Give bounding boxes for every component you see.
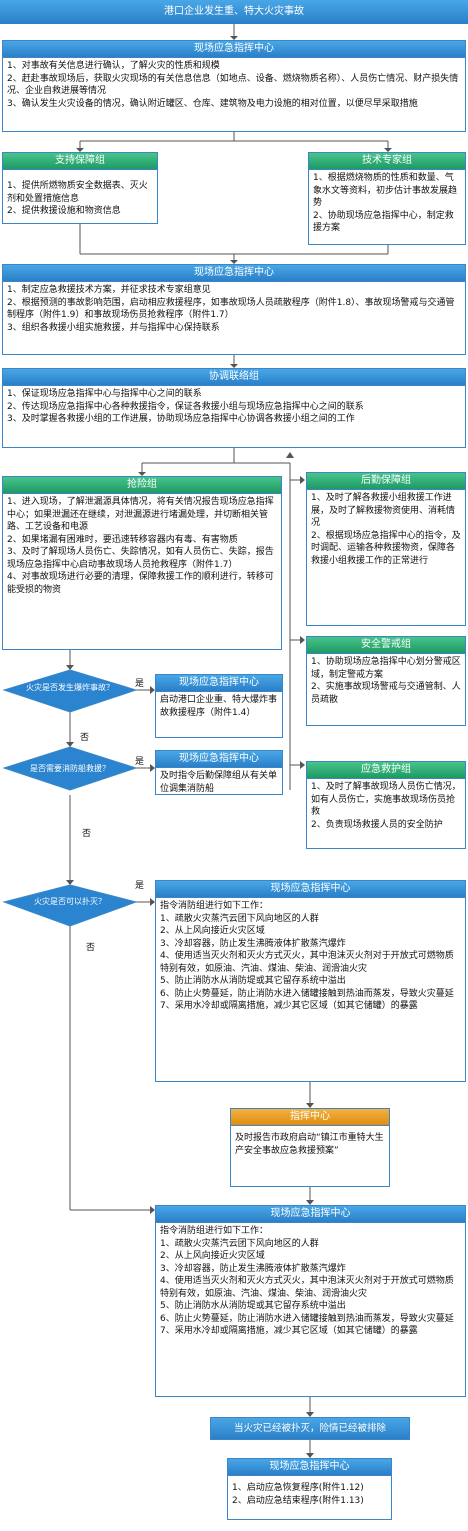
- cmd-box-6-header: 现场应急指挥中心: [156, 1206, 465, 1223]
- decision-3-yes-label: 是: [135, 881, 145, 891]
- cmd-box-7: 现场应急指挥中心 1、启动应急恢复程序(附件1.12) 2、启动应急结束程序(附…: [227, 1458, 392, 1520]
- cmd-box-7-header: 现场应急指挥中心: [228, 1459, 391, 1476]
- security-group-text: 1、协助现场应急指挥中心划分警戒区域，制定警戒方案 2、实施事故现场警戒与交通管…: [311, 657, 461, 705]
- hq-header: 指挥中心: [231, 1109, 389, 1126]
- rescue-group-header: 抢险组: [3, 477, 281, 494]
- logistics-group-header: 后勤保障组: [307, 473, 465, 490]
- logistics-group-text: 1、及时了解各救援小组救援工作进展，及时了解救援物资使用、消耗情况 2、根据现场…: [311, 493, 461, 566]
- cmd-box-3-text: 启动港口企业重、特大爆炸事故救援程序（附件1.4）: [160, 695, 278, 718]
- cmd-box-6: 现场应急指挥中心 指令消防组进行如下工作： 1、疏散火灾蒸汽云团下风向地区的人群…: [155, 1205, 466, 1397]
- decision-3-text: 火灾是否可以扑灭？: [34, 897, 106, 906]
- extinguished-banner: 当火灾已经被扑灭，险情已经被排除: [210, 1417, 410, 1440]
- logistics-group-box: 后勤保障组 1、及时了解各救援小组救援工作进展，及时了解救援物资使用、消耗情况 …: [306, 472, 466, 626]
- cmd-box-5: 现场应急指挥中心 指令消防组进行如下工作： 1、疏散火灾蒸汽云团下风向地区的人群…: [155, 880, 466, 1082]
- cmd-box-7-text: 1、启动应急恢复程序(附件1.12) 2、启动应急结束程序(附件1.13): [232, 1483, 364, 1506]
- medical-group-header: 应急救护组: [307, 762, 465, 779]
- cmd-box-1-text: 1、对事故有关信息进行确认，了解火灾的性质和规模 2、赶赴事故现场后，获取火灾现…: [7, 61, 459, 109]
- support-group-text: 1、提供所燃物质安全数据表、灭火剂和处置措施信息 2、提供救援设施和物资信息: [7, 181, 148, 216]
- decision-2-text: 是否需要消防船救援？: [30, 764, 110, 773]
- cmd-box-1-header: 现场应急指挥中心: [3, 41, 465, 58]
- page-title: 港口企业发生重、特大火灾事故: [0, 0, 468, 24]
- medical-group-text: 1、及时了解事故现场人员伤亡情况，如有人员伤亡，实施事故现场伤员抢救 2、负责现…: [311, 782, 461, 830]
- decision-diamond-3: [2, 884, 138, 927]
- coord-group-box: 协调联络组 1、保证现场应急指挥中心与指挥中心之间的联系 2、传达现场应急指挥中…: [2, 368, 466, 448]
- support-group-box: 支持保障组 1、提供所燃物质安全数据表、灭火剂和处置措施信息 2、提供救援设施和…: [2, 152, 158, 224]
- coord-group-header: 协调联络组: [3, 369, 465, 386]
- cmd-box-4: 现场应急指挥中心 及时指令后勤保障组从有关单位调集消防船: [155, 750, 283, 795]
- cmd-box-5-header: 现场应急指挥中心: [156, 881, 465, 898]
- decision-1-yes-label: 是: [135, 679, 145, 689]
- cmd-box-2-header: 现场应急指挥中心: [3, 265, 465, 282]
- cmd-box-2: 现场应急指挥中心 1、制定应急救援技术方案，并征求技术专家组意见 2、根据预测的…: [2, 264, 466, 355]
- rescue-group-box: 抢险组 1、进入现场，了解泄漏源具体情况，将有关情况报告现场应急指挥中心；如果泄…: [2, 476, 282, 650]
- security-group-box: 安全警戒组 1、协助现场应急指挥中心划分警戒区域，制定警戒方案 2、实施事故现场…: [306, 636, 466, 726]
- cmd-box-4-header: 现场应急指挥中心: [156, 751, 282, 768]
- decision-diamond-1: [2, 669, 138, 713]
- expert-group-box: 技术专家组 1、根据燃烧物质的性质和数量、气象水文等资料，初步估计事故发展趋势 …: [308, 152, 466, 245]
- cmd-box-6-text: 指令消防组进行如下工作： 1、疏散火灾蒸汽云团下风向地区的人群 2、从上风向接近…: [160, 1226, 454, 1336]
- cmd-box-3-header: 现场应急指挥中心: [156, 675, 282, 692]
- decision-1-no-label: 否: [80, 733, 90, 743]
- rescue-group-text: 1、进入现场，了解泄漏源具体情况，将有关情况报告现场应急指挥中心；如果泄漏还在继…: [7, 497, 274, 595]
- cmd-box-3: 现场应急指挥中心 启动港口企业重、特大爆炸事故救援程序（附件1.4）: [155, 674, 283, 738]
- cmd-box-4-text: 及时指令后勤保障组从有关单位调集消防船: [160, 771, 278, 794]
- medical-group-box: 应急救护组 1、及时了解事故现场人员伤亡情况，如有人员伤亡，实施事故现场伤员抢救…: [306, 761, 466, 849]
- decision-diamond-2: [2, 746, 138, 791]
- expert-group-text: 1、根据燃烧物质的性质和数量、气象水文等资料，初步估计事故发展趋势 2、协助现场…: [313, 173, 458, 233]
- decision-2-no-label: 否: [82, 829, 92, 839]
- cmd-box-2-text: 1、制定应急救援技术方案，并征求技术专家组意见 2、根据预测的事故影响范围，启动…: [7, 285, 455, 333]
- hq-text: 及时报告市政府启动“镇江市重特大生产安全事故应急救援预案”: [235, 1133, 384, 1156]
- cmd-box-5-text: 指令消防组进行如下工作： 1、疏散火灾蒸汽云团下风向地区的人群 2、从上风向接近…: [160, 901, 454, 1011]
- decision-2-yes-label: 是: [135, 757, 145, 767]
- expert-group-header: 技术专家组: [309, 153, 465, 170]
- decision-3-no-label: 否: [86, 943, 96, 953]
- decision-1-text: 火灾是否发生爆炸事故？: [26, 683, 114, 692]
- security-group-header: 安全警戒组: [307, 637, 465, 654]
- support-group-header: 支持保障组: [3, 153, 157, 170]
- hq-box: 指挥中心 及时报告市政府启动“镇江市重特大生产安全事故应急救援预案”: [230, 1108, 390, 1187]
- coord-group-text: 1、保证现场应急指挥中心与指挥中心之间的联系 2、传达现场应急指挥中心各种救援指…: [7, 389, 364, 424]
- cmd-box-1: 现场应急指挥中心 1、对事故有关信息进行确认，了解火灾的性质和规模 2、赶赴事故…: [2, 40, 466, 132]
